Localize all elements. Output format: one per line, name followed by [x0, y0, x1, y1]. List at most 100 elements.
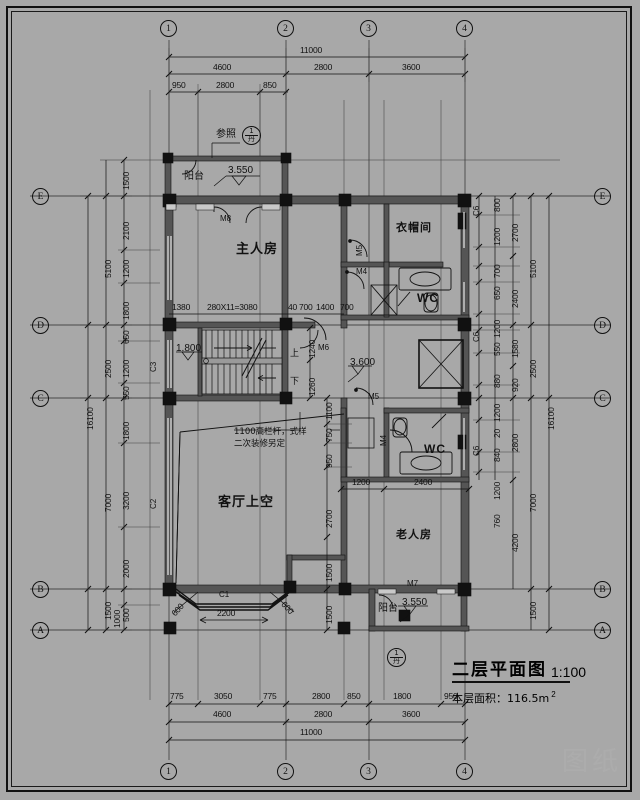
sheet-border-outer — [6, 6, 632, 792]
door-tag-m4-lower: M4 — [379, 434, 388, 446]
dim-right-sub-6: 4200 — [510, 533, 520, 552]
dim-top-bay-1: 4600 — [213, 62, 232, 72]
dim-right-detail-6: 550 — [492, 342, 502, 356]
door-tag-m4-upper: M4 — [356, 267, 368, 276]
level-marker-balcony-bottom: 3.550 — [402, 597, 428, 608]
grid-bubble-row-c-left: C — [32, 390, 49, 407]
grid-bubble-row-d-left: D — [32, 317, 49, 334]
dim-bottom-detail-5: 850 — [347, 691, 361, 701]
dim-bay-width: 2200 — [217, 608, 236, 618]
dim-mid-4: 2700 — [324, 509, 334, 528]
dim-left-detail-1: 1500 — [121, 171, 131, 190]
dim-left-detail-11: 500 — [121, 608, 131, 622]
dim-top-detail-2: 2800 — [216, 80, 235, 90]
room-label-balcony-top: 阳台 — [184, 171, 204, 182]
door-tag-m6: M6 — [318, 343, 330, 352]
dim-bottom-detail-6: 1800 — [393, 691, 412, 701]
dim-right-detail-10: 840 — [492, 448, 502, 462]
dim-right-detail-3: 700 — [492, 264, 502, 278]
dim-left-bay-1: 5100 — [103, 259, 113, 278]
level-marker-corridor: 3.600 — [350, 357, 376, 368]
grid-bubble-col-3-top: 3 — [360, 20, 377, 37]
annotation-stair-up: 上 — [290, 349, 300, 359]
grid-bubble-row-e-right: E — [594, 188, 611, 205]
room-label-master-bedroom: 主人房 — [236, 242, 279, 257]
dim-top-overall: 11000 — [300, 45, 323, 55]
dim-door-chain-2: 1400 — [316, 302, 335, 312]
dim-right-detail-8: 1200 — [492, 403, 502, 422]
dim-right-sub-1: 2700 — [510, 223, 520, 242]
dim-right-sub-4: 920 — [510, 378, 520, 392]
dim-left-detail-7: 550 — [121, 386, 131, 400]
dim-right-sub-2: 2400 — [510, 289, 520, 308]
dim-right-detail-1: 800 — [492, 198, 502, 212]
dimension-ticks — [84, 53, 553, 744]
dim-right-sub-3: 1580 — [510, 339, 520, 358]
room-label-balcony-bottom: 阳台 — [378, 603, 398, 614]
title-underline — [452, 681, 570, 683]
dim-left-detail-6: 1200 — [121, 359, 131, 378]
annotation-stair-down: 下 — [290, 377, 300, 387]
dim-bottom-overall: 11000 — [300, 727, 323, 737]
dim-top-detail-1: 950 — [172, 80, 186, 90]
grid-bubble-col-3-bottom: 3 — [360, 763, 377, 780]
grid-bubble-col-4-top: 4 — [456, 20, 473, 37]
dim-left-detail-4: 1800 — [121, 301, 131, 320]
dim-stair-run: 280X11=3080 — [207, 302, 258, 312]
title-block: 二层平面图 1:100 本层面积：116.5m 2 — [452, 655, 586, 706]
dim-stair-down: 1260 — [307, 377, 317, 396]
grid-bubble-col-4-bottom: 4 — [456, 763, 473, 780]
dimension-lines — [87, 56, 550, 741]
dim-bottom-bay-1: 4600 — [213, 709, 232, 719]
dim-wc2-1: 1200 — [352, 477, 371, 487]
detail-callout-bottom[interactable]: 1 丹 — [387, 648, 406, 667]
dim-left-detail-5: 650 — [121, 330, 131, 344]
floor-area-label: 本层面积：116.5m — [452, 692, 550, 705]
detail-callout-divider-2 — [390, 657, 403, 658]
room-label-wc-lower: WC — [424, 442, 446, 456]
dim-mid-6: 1500 — [324, 605, 334, 624]
dim-bottom-detail-3: 775 — [263, 691, 277, 701]
dim-right-detail-12: 760 — [492, 514, 502, 528]
room-label-wc-upper: WC — [417, 291, 439, 305]
grid-bubble-row-a-right: A — [594, 622, 611, 639]
grid-bubble-col-2-bottom: 2 — [277, 763, 294, 780]
door-tag-m7: M7 — [407, 579, 419, 588]
dim-right-bay-4: 1500 — [528, 601, 538, 620]
dim-right-detail-4: 650 — [492, 286, 502, 300]
dim-wc2-2: 2400 — [414, 477, 433, 487]
door-tag-m5-upper: M5 — [355, 244, 364, 256]
annotation-railing-line-2: 二次装修另定 — [234, 439, 286, 449]
dim-top-bay-3: 3600 — [402, 62, 421, 72]
dim-right-detail-9: 20 — [492, 428, 502, 438]
dim-bottom-detail-1: 775 — [170, 691, 184, 701]
dim-left-detail-3: 1200 — [121, 259, 131, 278]
dim-bottom-detail-4: 2800 — [312, 691, 331, 701]
sheet-border-inner — [11, 11, 627, 787]
detail-callout-top-sheet: 丹 — [248, 135, 255, 143]
grid-bubble-row-d-right: D — [594, 317, 611, 334]
dim-right-bay-1: 5100 — [528, 259, 538, 278]
grid-bubble-row-e-left: E — [32, 188, 49, 205]
window-tag-c6-upper: C6 — [472, 205, 481, 216]
plumbing-fixtures — [347, 267, 453, 475]
level-marker-stair: 1.800 — [176, 343, 202, 354]
dim-bottom-bay-3: 3600 — [402, 709, 421, 719]
dim-left-bay-3: 7000 — [103, 493, 113, 512]
window-tag-c6-lower: C6 — [472, 445, 481, 456]
detail-callout-divider — [245, 135, 258, 136]
room-label-cloakroom: 衣帽间 — [396, 221, 432, 234]
dim-left-detail-9: 3200 — [121, 491, 131, 510]
grid-bubble-row-b-right: B — [594, 581, 611, 598]
leader-lines — [176, 142, 428, 623]
grid-bubble-col-1-bottom: 1 — [160, 763, 177, 780]
dim-top-detail-3: 850 — [263, 80, 277, 90]
detail-callout-bottom-sheet: 丹 — [393, 657, 400, 665]
walls — [162, 152, 472, 635]
detail-callout-top[interactable]: 1 丹 — [242, 126, 261, 145]
dim-bottom-bay-2: 2800 — [314, 709, 333, 719]
room-label-living-void: 客厅上空 — [218, 495, 275, 510]
dim-mid-1: 1100 — [324, 402, 334, 420]
dim-left-overall: 16100 — [85, 407, 95, 430]
